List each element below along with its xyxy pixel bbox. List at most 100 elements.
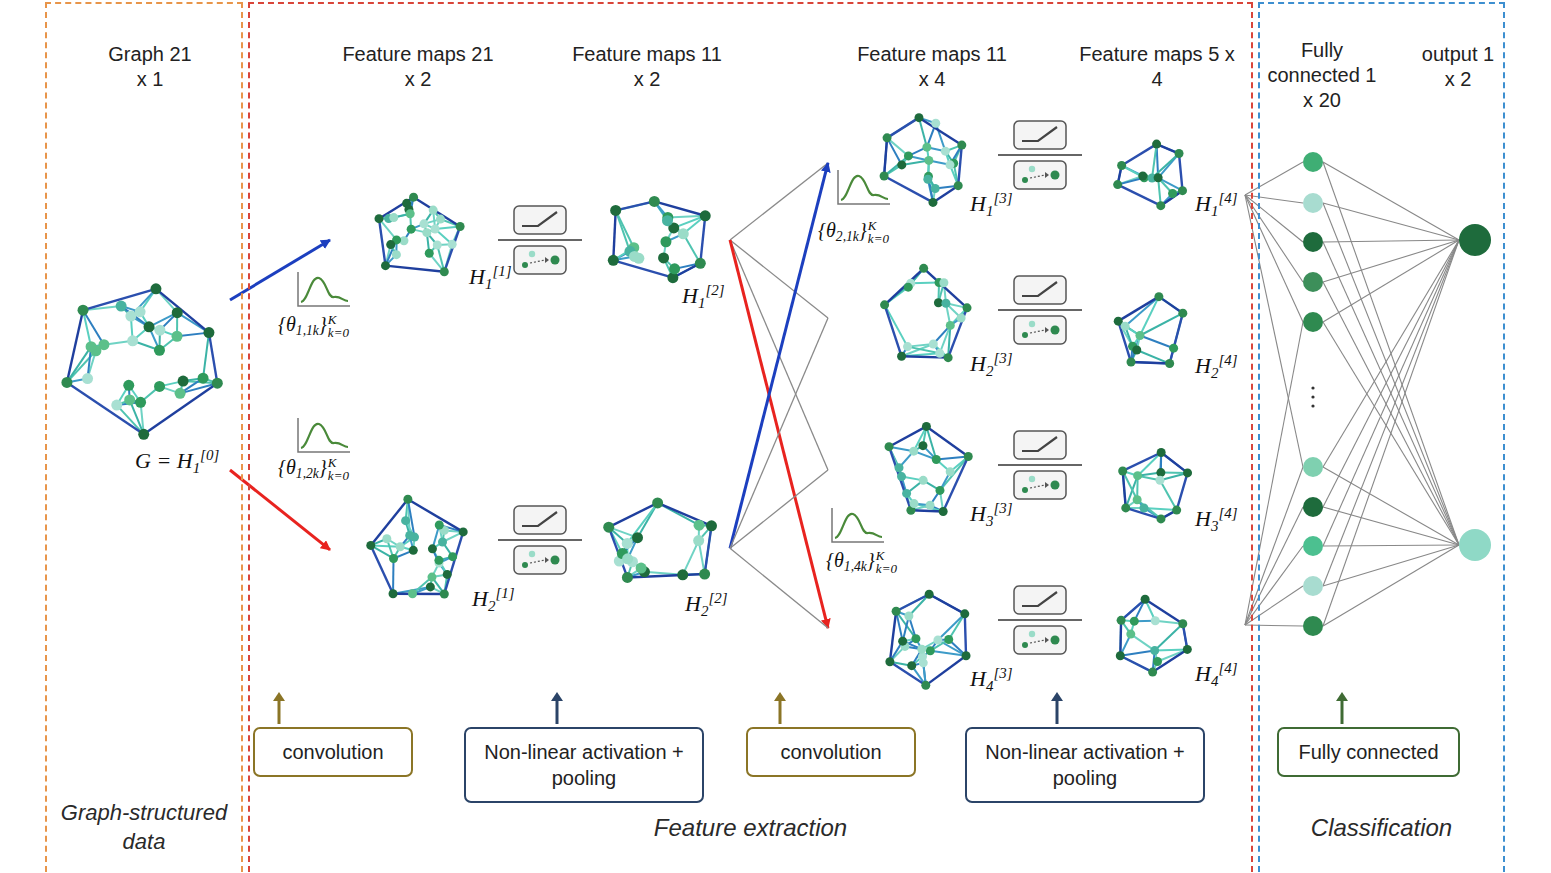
drawing-part (911, 634, 920, 643)
drawing-part (1127, 358, 1136, 367)
drawing-part (897, 472, 906, 481)
drawing-part (1045, 482, 1049, 488)
feature-map: H2[2] (595, 495, 730, 625)
drawing-part (389, 589, 398, 598)
drawing-part (926, 501, 935, 510)
drawing-part (924, 156, 933, 165)
box-text: Fully connected (1287, 739, 1450, 765)
drawing-part (880, 172, 889, 181)
drawing-part (958, 145, 962, 186)
filter-coefficients: {θ2,1k}k=0K (818, 218, 889, 246)
drawing-part (530, 560, 545, 563)
drawing-part (448, 552, 457, 561)
drawing-part (841, 176, 888, 200)
drawing-part (1170, 313, 1183, 363)
feature-map: H2[3] (828, 260, 1015, 390)
graph-label: H4[3] (970, 665, 1013, 696)
drawing-part (919, 476, 928, 485)
neuron (1303, 576, 1323, 596)
superscript: [3] (993, 190, 1012, 206)
drawing-part (1178, 186, 1187, 195)
drawing-part (622, 538, 633, 549)
drawing-part (944, 353, 953, 362)
drawing-part (440, 589, 449, 598)
drawing-part (918, 441, 927, 450)
drawing-part (1245, 586, 1303, 625)
drawing-part (382, 534, 391, 543)
drawing-part (522, 212, 557, 226)
graph-label: H2[2] (685, 590, 728, 621)
drawing-part (1323, 545, 1459, 586)
drawing-part (939, 278, 948, 287)
drawing-part (897, 352, 906, 361)
ellipsis-dot (1311, 386, 1314, 389)
connector (730, 163, 828, 240)
drawing-part (408, 589, 417, 598)
superscript: [1] (492, 263, 511, 279)
drawing-part (1121, 322, 1130, 331)
drawing-part (832, 508, 884, 542)
drawing-part (408, 499, 463, 532)
upper-index: K (328, 313, 349, 327)
subscript: 1 (698, 295, 705, 311)
drawing-part (434, 556, 443, 565)
drawing-part (209, 333, 217, 384)
drawing-part (124, 394, 135, 405)
drawing-part (887, 118, 919, 138)
drawing-part (941, 147, 950, 156)
drawing-part (1154, 292, 1163, 301)
drawing-part (459, 527, 468, 536)
drawing-part (403, 495, 412, 504)
drawing-part (649, 196, 660, 207)
drawing-part (1156, 514, 1165, 523)
subscript: 2 (1211, 365, 1218, 381)
drawing-part (405, 531, 414, 540)
drawing-part (154, 381, 165, 392)
drawing-part (887, 138, 902, 165)
index-stack: k=0K (328, 456, 349, 483)
drawing-part (677, 569, 688, 580)
drawing-part (622, 553, 633, 564)
drawing-part (1156, 201, 1165, 210)
drawing-part (1150, 646, 1159, 655)
graph-label: H3[4] (1195, 505, 1238, 536)
connector (730, 548, 828, 628)
neuron (1303, 193, 1323, 213)
drawing-part (946, 467, 955, 476)
drawing-part (936, 456, 968, 459)
drawing-part (1169, 344, 1178, 353)
drawing-part (431, 224, 440, 233)
drawing-part (907, 661, 916, 670)
drawing-part (1022, 332, 1028, 338)
drawing-part (1022, 592, 1057, 606)
neuron (1303, 536, 1323, 556)
drawing-part (1341, 700, 1344, 724)
drawing-part (440, 267, 449, 276)
drawing-part (963, 303, 972, 312)
graph-illustration (61, 283, 222, 440)
drawing-part (389, 554, 398, 563)
drawing-part (610, 205, 621, 216)
drawing-part (144, 383, 218, 434)
drawing-part (135, 397, 146, 408)
drawing-part (700, 216, 705, 264)
drawing-part (522, 262, 528, 268)
drawing-part (898, 637, 907, 646)
subscript: 2 (701, 603, 708, 619)
drawing-part (396, 542, 405, 551)
drawing-part (298, 272, 350, 306)
drawing-part (1157, 448, 1166, 457)
drawing-part (375, 214, 384, 223)
neuron (1303, 152, 1323, 172)
superscript: [3] (993, 665, 1012, 681)
drawing-part (1151, 616, 1160, 625)
drawing-part (1323, 240, 1459, 242)
graph-illustration (608, 196, 711, 283)
neuron (1303, 272, 1323, 292)
drawing-part (1245, 625, 1303, 626)
drawing-part (1152, 144, 1157, 178)
pointer-arrow (774, 692, 786, 724)
feature-map: H1[2] (595, 190, 730, 315)
drawing-part (705, 526, 712, 574)
